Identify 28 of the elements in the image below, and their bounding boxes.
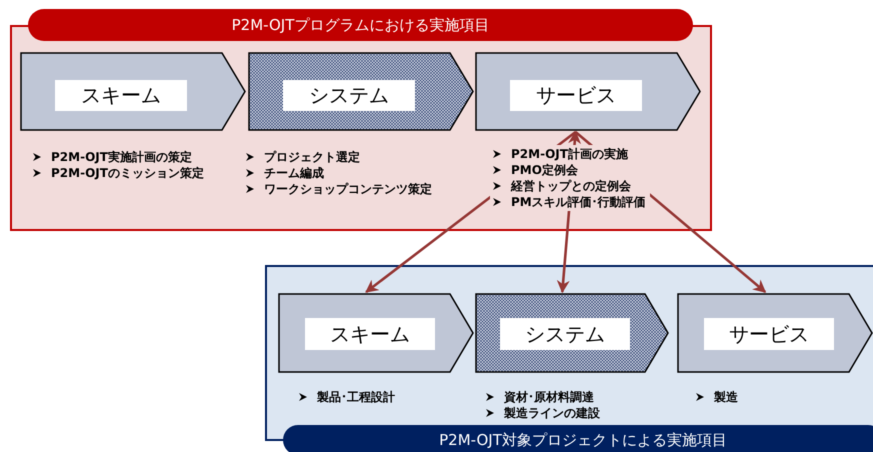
chevron-label: サービス bbox=[510, 80, 642, 111]
chevron-shape bbox=[248, 52, 474, 131]
bullet-text: 製造 bbox=[714, 390, 738, 404]
bullet-text: 資材･原材料調達 bbox=[504, 390, 594, 404]
bullet-text: PMO定例会 bbox=[511, 163, 578, 177]
title-banner: P2M-OJT対象プロジェクトによる実施項目 bbox=[283, 425, 873, 452]
bullet-text: P2M-OJT計画の実施 bbox=[511, 147, 628, 161]
chevron-label: スキーム bbox=[55, 80, 187, 111]
bullet-text: P2M-OJTのミッション策定 bbox=[51, 166, 204, 180]
bullet-text: ワークショップコンテンツ策定 bbox=[264, 182, 432, 196]
bullet-text: チーム編成 bbox=[264, 166, 324, 180]
chevron-shape bbox=[475, 52, 701, 131]
bullet-text: 製品･工程設計 bbox=[317, 390, 395, 404]
bullet-text: 製造ラインの建設 bbox=[504, 406, 600, 420]
chevron-shape bbox=[677, 293, 873, 373]
bullet-text: プロジェクト選定 bbox=[264, 150, 360, 164]
title-banner: P2M-OJTプログラムにおける実施項目 bbox=[28, 9, 693, 41]
bullet-text: PMスキル評価･行動評価 bbox=[511, 195, 646, 209]
bullet-text: 経営トップとの定例会 bbox=[511, 179, 631, 193]
chevron-label: スキーム bbox=[305, 318, 435, 350]
chevron-shape bbox=[475, 293, 669, 373]
bullet-text: P2M-OJT実施計画の策定 bbox=[51, 150, 192, 164]
arrow bbox=[556, 130, 582, 294]
chevron-label: システム bbox=[500, 318, 630, 350]
chevron-label: サービス bbox=[704, 318, 834, 350]
chevron-label: システム bbox=[283, 80, 415, 111]
chevron-shape bbox=[278, 293, 474, 373]
chevron-shape bbox=[20, 52, 246, 131]
